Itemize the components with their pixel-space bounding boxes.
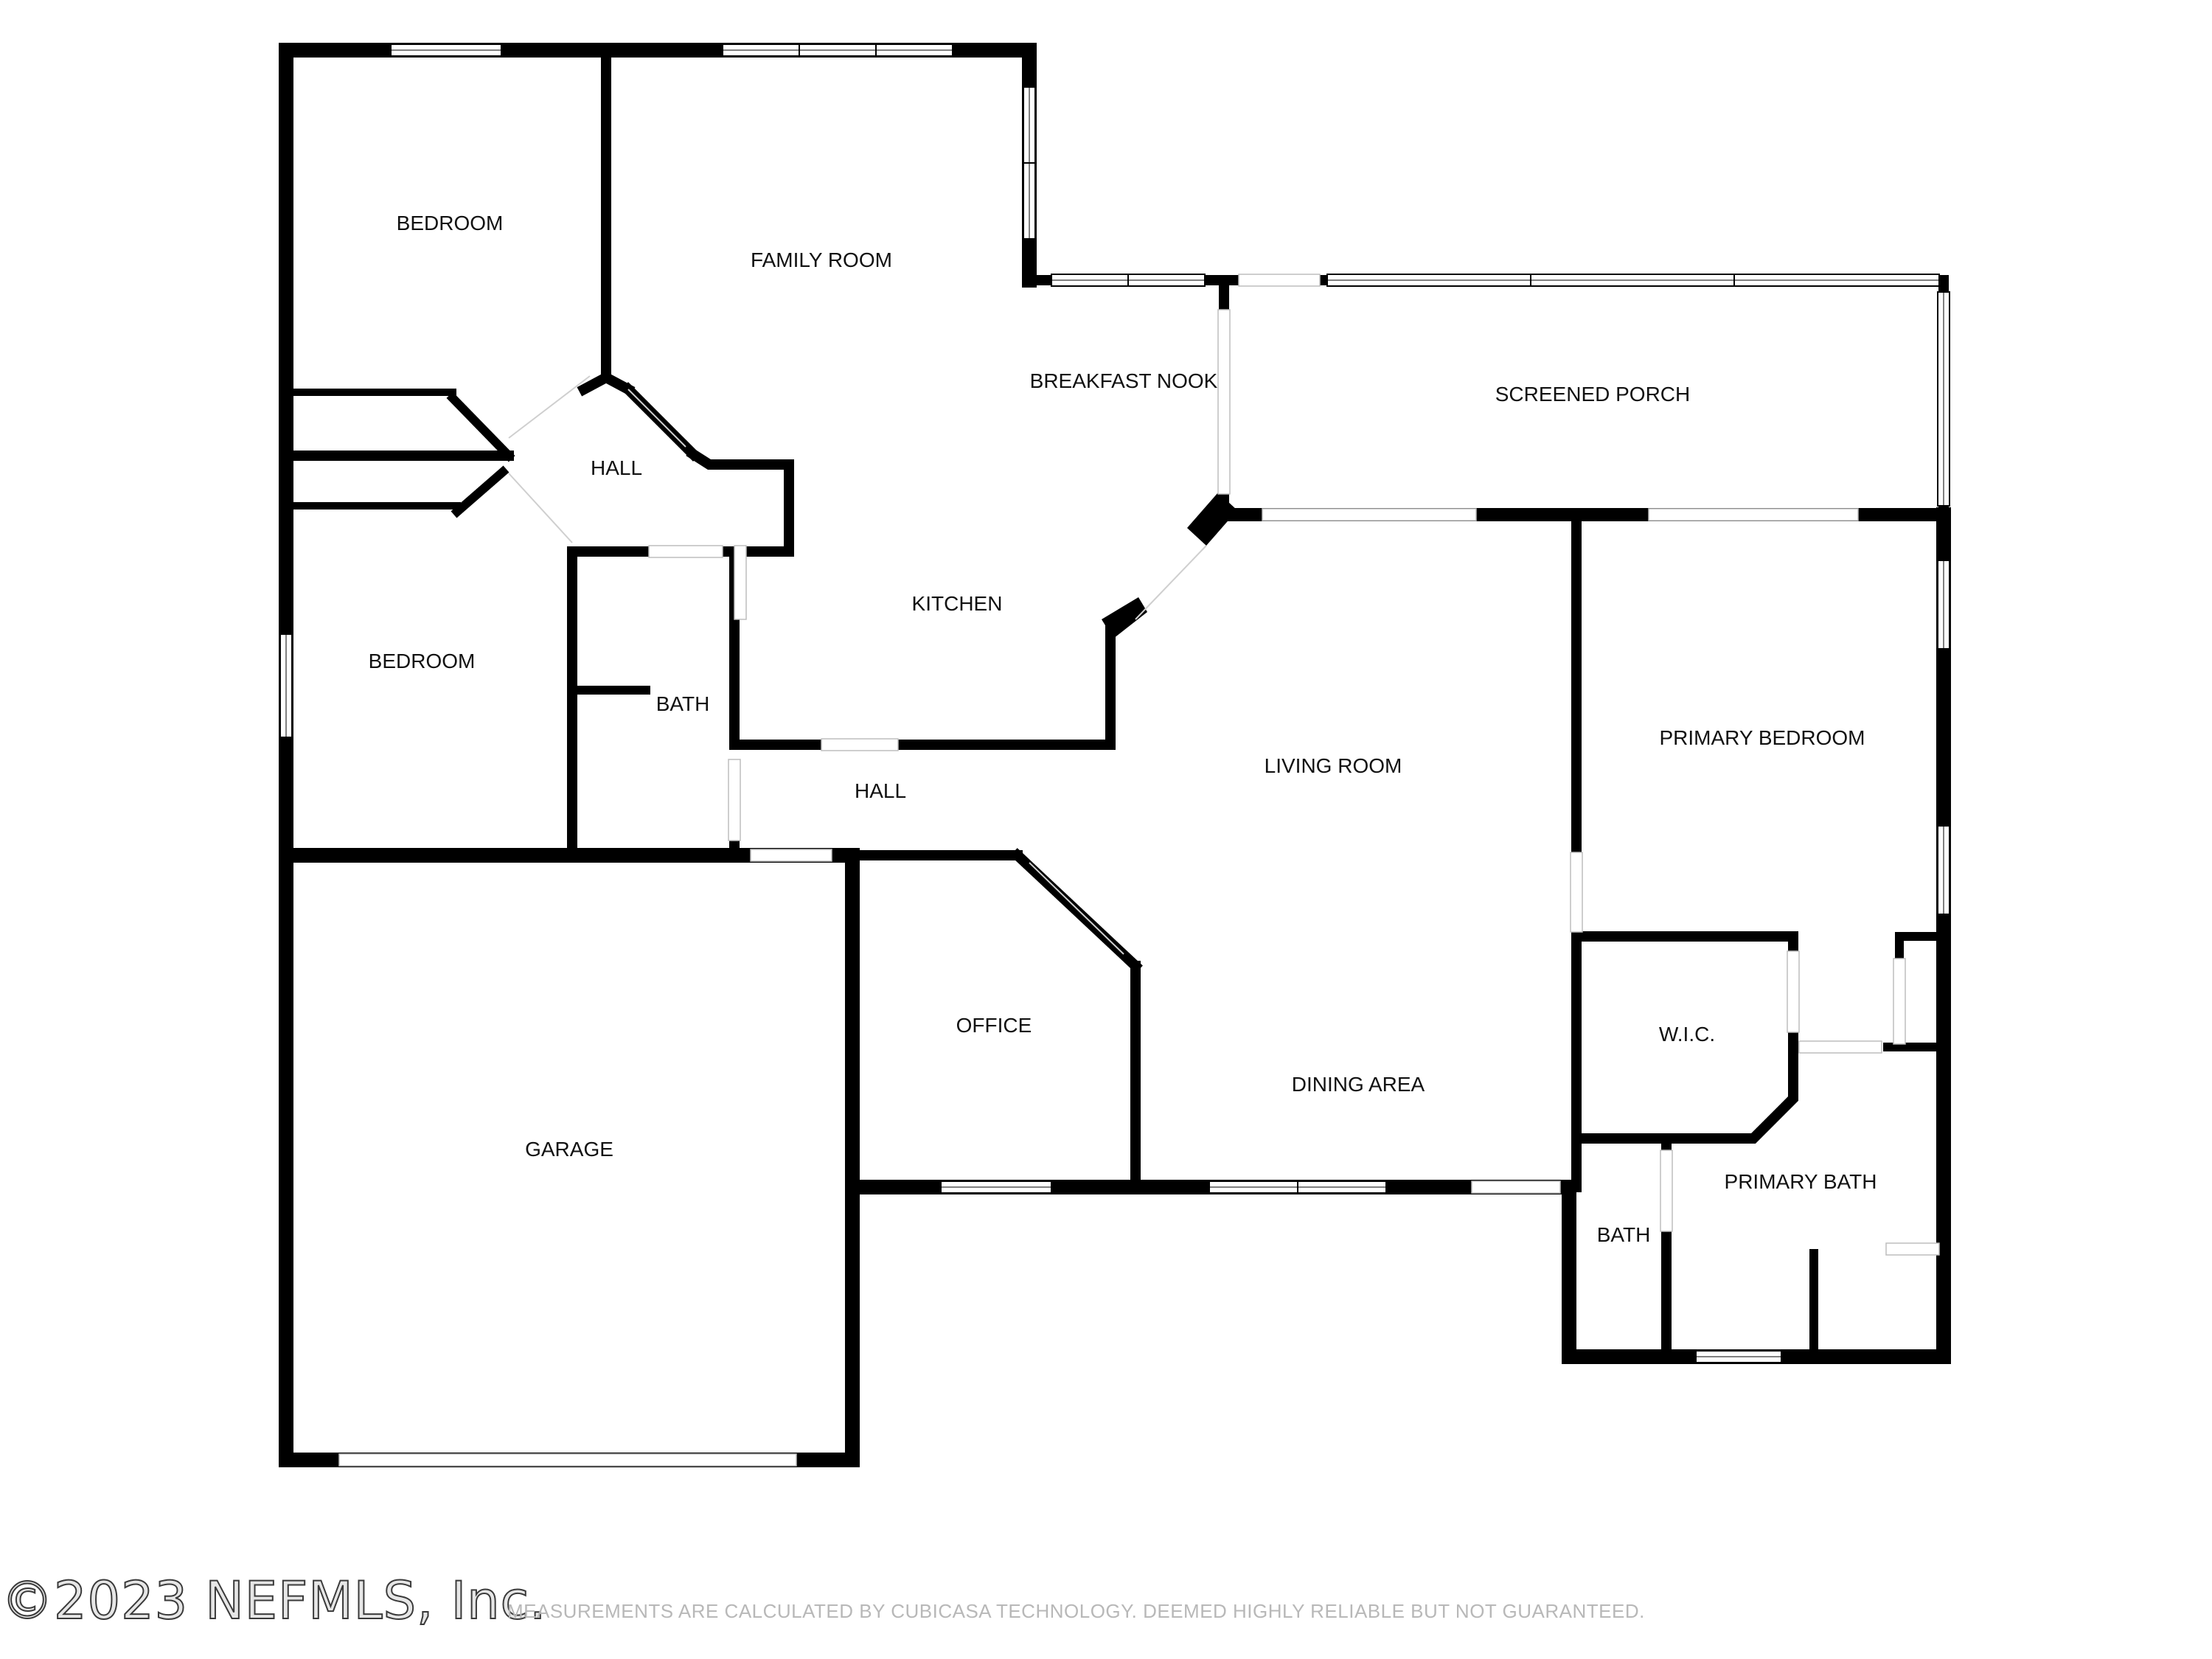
- room-label-breakfast-nook: BREAKFAST NOOK: [1030, 369, 1218, 392]
- room-label-hall-2: HALL: [855, 779, 906, 802]
- room-labels: BEDROOM FAMILY ROOM BREAKFAST NOOK SCREE…: [369, 212, 1877, 1246]
- measurement-disclaimer: MEASUREMENTS ARE CALCULATED BY CUBICASA …: [507, 1600, 1645, 1622]
- copyright-watermark: ©2023 NEFMLS, Inc.: [1, 1570, 547, 1632]
- room-label-primary-bedroom: PRIMARY BEDROOM: [1659, 726, 1865, 749]
- room-label-bath-1: BATH: [656, 692, 710, 715]
- interior-walls: [279, 45, 1950, 1362]
- room-label-bath-2: BATH: [1597, 1223, 1651, 1246]
- room-label-hall-1: HALL: [591, 456, 642, 479]
- door-openings: [338, 274, 1940, 1467]
- room-label-dining-area: DINING AREA: [1292, 1073, 1425, 1096]
- room-label-bedroom-2: BEDROOM: [369, 650, 476, 672]
- room-label-living-room: LIVING ROOM: [1265, 754, 1402, 777]
- room-label-primary-bath: PRIMARY BATH: [1725, 1170, 1877, 1193]
- room-label-bedroom-1: BEDROOM: [397, 212, 504, 234]
- exterior-walls: [279, 43, 1951, 1467]
- room-label-office: OFFICE: [956, 1014, 1032, 1037]
- room-label-garage: GARAGE: [525, 1138, 613, 1161]
- room-label-wic: W.I.C.: [1659, 1023, 1715, 1046]
- windows: [279, 44, 1950, 1363]
- room-label-family-room: FAMILY ROOM: [751, 248, 892, 271]
- room-label-kitchen: KITCHEN: [912, 592, 1003, 615]
- room-label-screened-porch: SCREENED PORCH: [1495, 383, 1690, 406]
